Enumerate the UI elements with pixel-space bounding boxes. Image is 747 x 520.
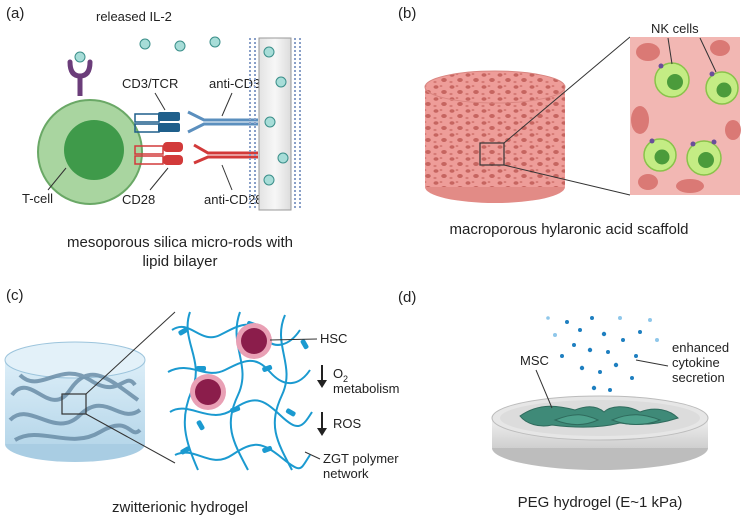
anti-cd3-leader xyxy=(221,92,233,117)
msc-leader xyxy=(535,369,553,409)
il2-receptor xyxy=(67,51,93,96)
cd28-receptor xyxy=(134,142,183,165)
nk-cell xyxy=(643,138,677,172)
o2-subscript: 2 xyxy=(343,374,348,384)
cd28-leader xyxy=(149,167,169,191)
secretion-label: secretion xyxy=(672,370,725,385)
zoom-line-c-bottom xyxy=(85,413,176,464)
hsc-cell xyxy=(190,374,226,410)
panel-a: (a) released IL-2 T-cell CD3/TCR xyxy=(6,5,301,270)
zoom-line-top xyxy=(503,36,631,144)
ros-label: ROS xyxy=(333,416,362,431)
cd28-label: CD28 xyxy=(122,192,155,207)
anti-cd28-leader xyxy=(221,164,233,191)
anti-cd28-antibody xyxy=(193,143,258,165)
panel-c: (c) xyxy=(4,287,399,516)
enhanced-label: enhanced xyxy=(672,340,729,355)
zoom-line-bottom xyxy=(503,164,631,196)
panel-a-caption-line1: mesoporous silica micro-rods with xyxy=(67,234,293,251)
hyaluronic-scaffold xyxy=(424,70,566,203)
zoom-line-c-top xyxy=(85,311,176,395)
nk-leader-2 xyxy=(699,37,717,73)
msc-cells xyxy=(519,405,679,428)
ros-down-arrow xyxy=(317,412,327,436)
hsc-cell xyxy=(236,323,272,359)
panel-b-caption: macroporous hylaronic acid scaffold xyxy=(449,221,688,238)
panel-c-caption: zwitterionic hydrogel xyxy=(112,499,248,516)
nk-cells-label: NK cells xyxy=(651,21,699,36)
panel-b: (b) xyxy=(398,5,741,238)
panel-a-caption-line2: lipid bilayer xyxy=(142,253,217,270)
zwitterionic-hydrogel-disc xyxy=(4,341,146,462)
o2-label: O xyxy=(333,366,343,381)
nk-cell xyxy=(705,71,739,105)
panel-d: (d) xyxy=(398,289,729,511)
peg-hydrogel-dish xyxy=(491,395,709,470)
panel-c-tag: (c) xyxy=(6,287,24,304)
cytokine-leader xyxy=(635,359,669,367)
anti-cd3-label: anti-CD3 xyxy=(209,76,260,91)
anti-cd28-label: anti-CD28 xyxy=(204,192,263,207)
msc-label: MSC xyxy=(520,353,549,368)
t-cell xyxy=(37,99,143,205)
il2-particles xyxy=(139,36,221,52)
panel-a-tag: (a) xyxy=(6,5,24,22)
released-il2-label: released IL-2 xyxy=(96,9,172,24)
hsc-leader xyxy=(269,338,318,341)
panel-d-caption: PEG hydrogel (E~1 kPa) xyxy=(518,494,683,511)
zoom-box-c xyxy=(61,393,87,415)
panel-b-tag: (b) xyxy=(398,5,416,22)
cd3-tcr-complex xyxy=(134,112,180,133)
panel-d-tag: (d) xyxy=(398,289,416,306)
cd3-tcr-label: CD3/TCR xyxy=(122,76,178,91)
anti-cd3-antibody xyxy=(187,110,258,134)
hsc-label: HSC xyxy=(320,331,347,346)
zoom-box xyxy=(479,142,505,166)
zgt-label-line1: ZGT polymer xyxy=(323,451,399,466)
metabolism-label: metabolism xyxy=(333,381,399,396)
nk-zoom-panel xyxy=(630,37,741,195)
silica-micro-rod xyxy=(249,37,301,211)
cytokine-label: cytokine xyxy=(672,355,720,370)
o2-down-arrow xyxy=(317,365,327,388)
nk-cell xyxy=(654,62,690,98)
cd3-leader xyxy=(154,92,166,111)
zgt-label-line2: network xyxy=(323,466,369,481)
zgt-leader xyxy=(304,451,321,460)
nk-leader-1 xyxy=(667,37,673,65)
nk-cell xyxy=(686,140,722,176)
t-cell-leader xyxy=(47,167,67,191)
t-cell-label: T-cell xyxy=(22,191,53,206)
crosslinks xyxy=(178,320,309,455)
